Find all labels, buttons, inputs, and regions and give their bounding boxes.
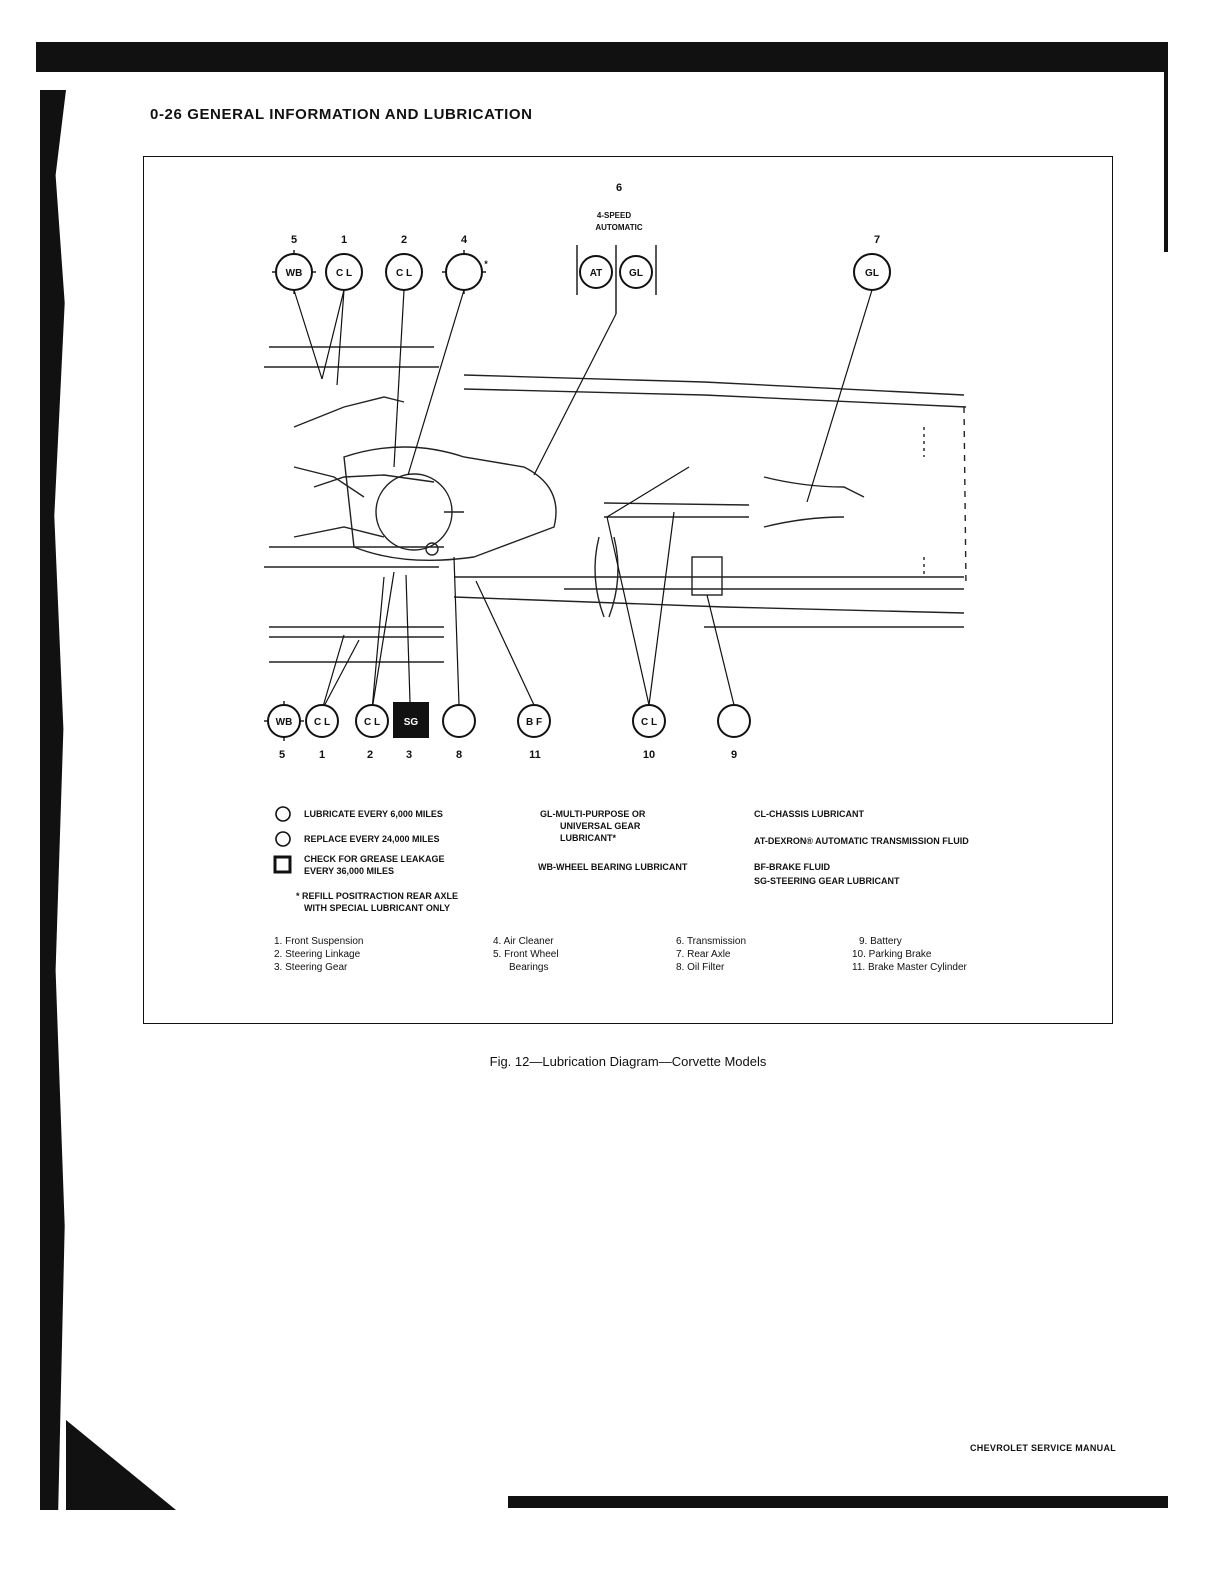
air-cleaner-outline bbox=[375, 473, 453, 551]
transmission-note-line-1: 4-SPEED bbox=[597, 211, 631, 220]
upper-frame-rail bbox=[463, 374, 967, 408]
part-item: 1. Front Suspension bbox=[274, 936, 364, 947]
callout-number: 10 bbox=[643, 749, 655, 761]
cl-label-top-2: C L bbox=[396, 268, 412, 279]
callout-number: 2 bbox=[367, 749, 373, 761]
scan-right-edge bbox=[1164, 42, 1168, 252]
callout-number: 5 bbox=[291, 234, 297, 246]
replace-symbol bbox=[275, 831, 291, 847]
air-cleaner-badge bbox=[445, 253, 483, 291]
oil-filter-badge bbox=[442, 704, 476, 738]
scan-binding-edge bbox=[40, 90, 66, 1510]
legend-replace: REPLACE EVERY 24,000 MILES bbox=[304, 834, 440, 844]
bf-badge bbox=[517, 704, 551, 738]
legend-check-interval: EVERY 36,000 MILES bbox=[304, 866, 395, 876]
cl-label-bottom-1: C L bbox=[314, 717, 330, 728]
front-frame-rail bbox=[264, 346, 444, 568]
part-item: 11. Brake Master Cylinder bbox=[852, 962, 967, 973]
legend-lubricate: LUBRICATE EVERY 6,000 MILES bbox=[304, 809, 443, 819]
cl-label-bottom-2: C L bbox=[364, 717, 380, 728]
cl-label-top-1: C L bbox=[336, 268, 352, 279]
wb-label-top: WB bbox=[286, 268, 303, 279]
callout-number: 1 bbox=[341, 234, 347, 246]
part-item: 9. Battery bbox=[859, 936, 902, 947]
leader-lines bbox=[293, 289, 873, 711]
legend-bf: BF-BRAKE FLUID bbox=[754, 862, 830, 872]
cl-badge-parking-brake bbox=[632, 704, 666, 738]
front-suspension-arms bbox=[293, 396, 405, 538]
cl-badge-bottom-2 bbox=[355, 704, 389, 738]
legend-gl-2: UNIVERSAL GEAR bbox=[560, 821, 641, 831]
part-item: 8. Oil Filter bbox=[676, 962, 725, 973]
part-item: 2. Steering Linkage bbox=[274, 949, 361, 960]
callout-number: 6 bbox=[616, 182, 622, 194]
bf-label: B F bbox=[526, 717, 542, 728]
legend-check: CHECK FOR GREASE LEAKAGE bbox=[304, 854, 445, 864]
callout-number: 11 bbox=[529, 749, 541, 761]
engine-block bbox=[343, 446, 557, 562]
cl-badge-top-2 bbox=[385, 253, 423, 291]
legend-gl-3: LUBRICANT* bbox=[560, 833, 616, 843]
legend-positraction-1: * REFILL POSITRACTION REAR AXLE bbox=[296, 891, 459, 901]
at-label: AT bbox=[590, 268, 603, 279]
wb-label-bottom: WB bbox=[276, 717, 293, 728]
cl-badge-top-1 bbox=[325, 253, 363, 291]
steering-linkage bbox=[313, 474, 435, 488]
rear-frame-end bbox=[963, 406, 967, 588]
chassis-diagram: WB C L C L * AT GL GL WB C L C L SG B F … bbox=[264, 182, 967, 874]
callout-number: 3 bbox=[406, 749, 412, 761]
sg-badge bbox=[393, 702, 429, 738]
battery-badge bbox=[717, 704, 751, 738]
lubrication-figure: WB C L C L * AT GL GL WB C L C L SG B F … bbox=[143, 156, 1113, 1024]
cl-label-parking-brake: C L bbox=[641, 717, 657, 728]
scan-bottom-bar bbox=[508, 1496, 1168, 1508]
front-lower-rail bbox=[269, 626, 444, 663]
callout-number: 2 bbox=[401, 234, 407, 246]
part-item: 7. Rear Axle bbox=[676, 949, 731, 960]
part-item: 10. Parking Brake bbox=[852, 949, 932, 960]
gl-badge-transmission bbox=[619, 255, 653, 289]
part-item: 4. Air Cleaner bbox=[493, 936, 554, 947]
page-footer: CHEVROLET SERVICE MANUAL bbox=[970, 1443, 1117, 1453]
parking-brake-cable bbox=[594, 536, 619, 618]
scan-top-bar bbox=[36, 42, 1168, 72]
scan-corner-shadow bbox=[66, 1420, 176, 1510]
part-item: Bearings bbox=[509, 962, 549, 973]
sg-label: SG bbox=[404, 717, 419, 728]
part-item: 3. Steering Gear bbox=[274, 962, 348, 973]
legend-sg: SG-STEERING GEAR LUBRICANT bbox=[754, 876, 900, 886]
legend-gl-1: GL-MULTI-PURPOSE OR bbox=[540, 809, 646, 819]
cl-badge-bottom-1 bbox=[305, 704, 339, 738]
page-header: 0-26 GENERAL INFORMATION AND LUBRICATION bbox=[150, 106, 533, 123]
callout-number: 9 bbox=[731, 749, 737, 761]
callout-number: 4 bbox=[461, 234, 468, 246]
gl-badge-rear-axle bbox=[853, 253, 891, 291]
rear-suspension bbox=[763, 476, 865, 528]
at-badge bbox=[579, 255, 613, 289]
legend-cl: CL-CHASSIS LUBRICANT bbox=[754, 809, 864, 819]
callout-number: 5 bbox=[279, 749, 285, 761]
transmission-note-line-2: AUTOMATIC bbox=[595, 223, 642, 232]
lubricate-symbol bbox=[275, 806, 291, 822]
check-symbol bbox=[273, 855, 292, 874]
air-cleaner-mark: * bbox=[484, 259, 488, 269]
callout-number: 1 bbox=[319, 749, 325, 761]
callout-number: 7 bbox=[874, 234, 880, 246]
driveshaft bbox=[603, 502, 750, 518]
part-item: 5. Front Wheel bbox=[493, 949, 559, 960]
gl-label-rear-axle: GL bbox=[865, 268, 879, 279]
legend-at: AT-DEXRON® AUTOMATIC TRANSMISSION FLUID bbox=[754, 836, 969, 846]
transmission-bracket bbox=[576, 245, 657, 314]
legend-positraction-2: WITH SPECIAL LUBRICANT ONLY bbox=[304, 903, 451, 913]
figure-caption: Fig. 12—Lubrication Diagram—Corvette Mod… bbox=[489, 1054, 767, 1069]
part-item: 6. Transmission bbox=[676, 936, 747, 947]
gl-label-transmission: GL bbox=[629, 268, 643, 279]
legend-wb: WB-WHEEL BEARING LUBRICANT bbox=[538, 862, 688, 872]
lower-frame-rail bbox=[453, 576, 965, 614]
oil-filter-outline bbox=[425, 542, 439, 556]
callout-number: 8 bbox=[456, 749, 462, 761]
